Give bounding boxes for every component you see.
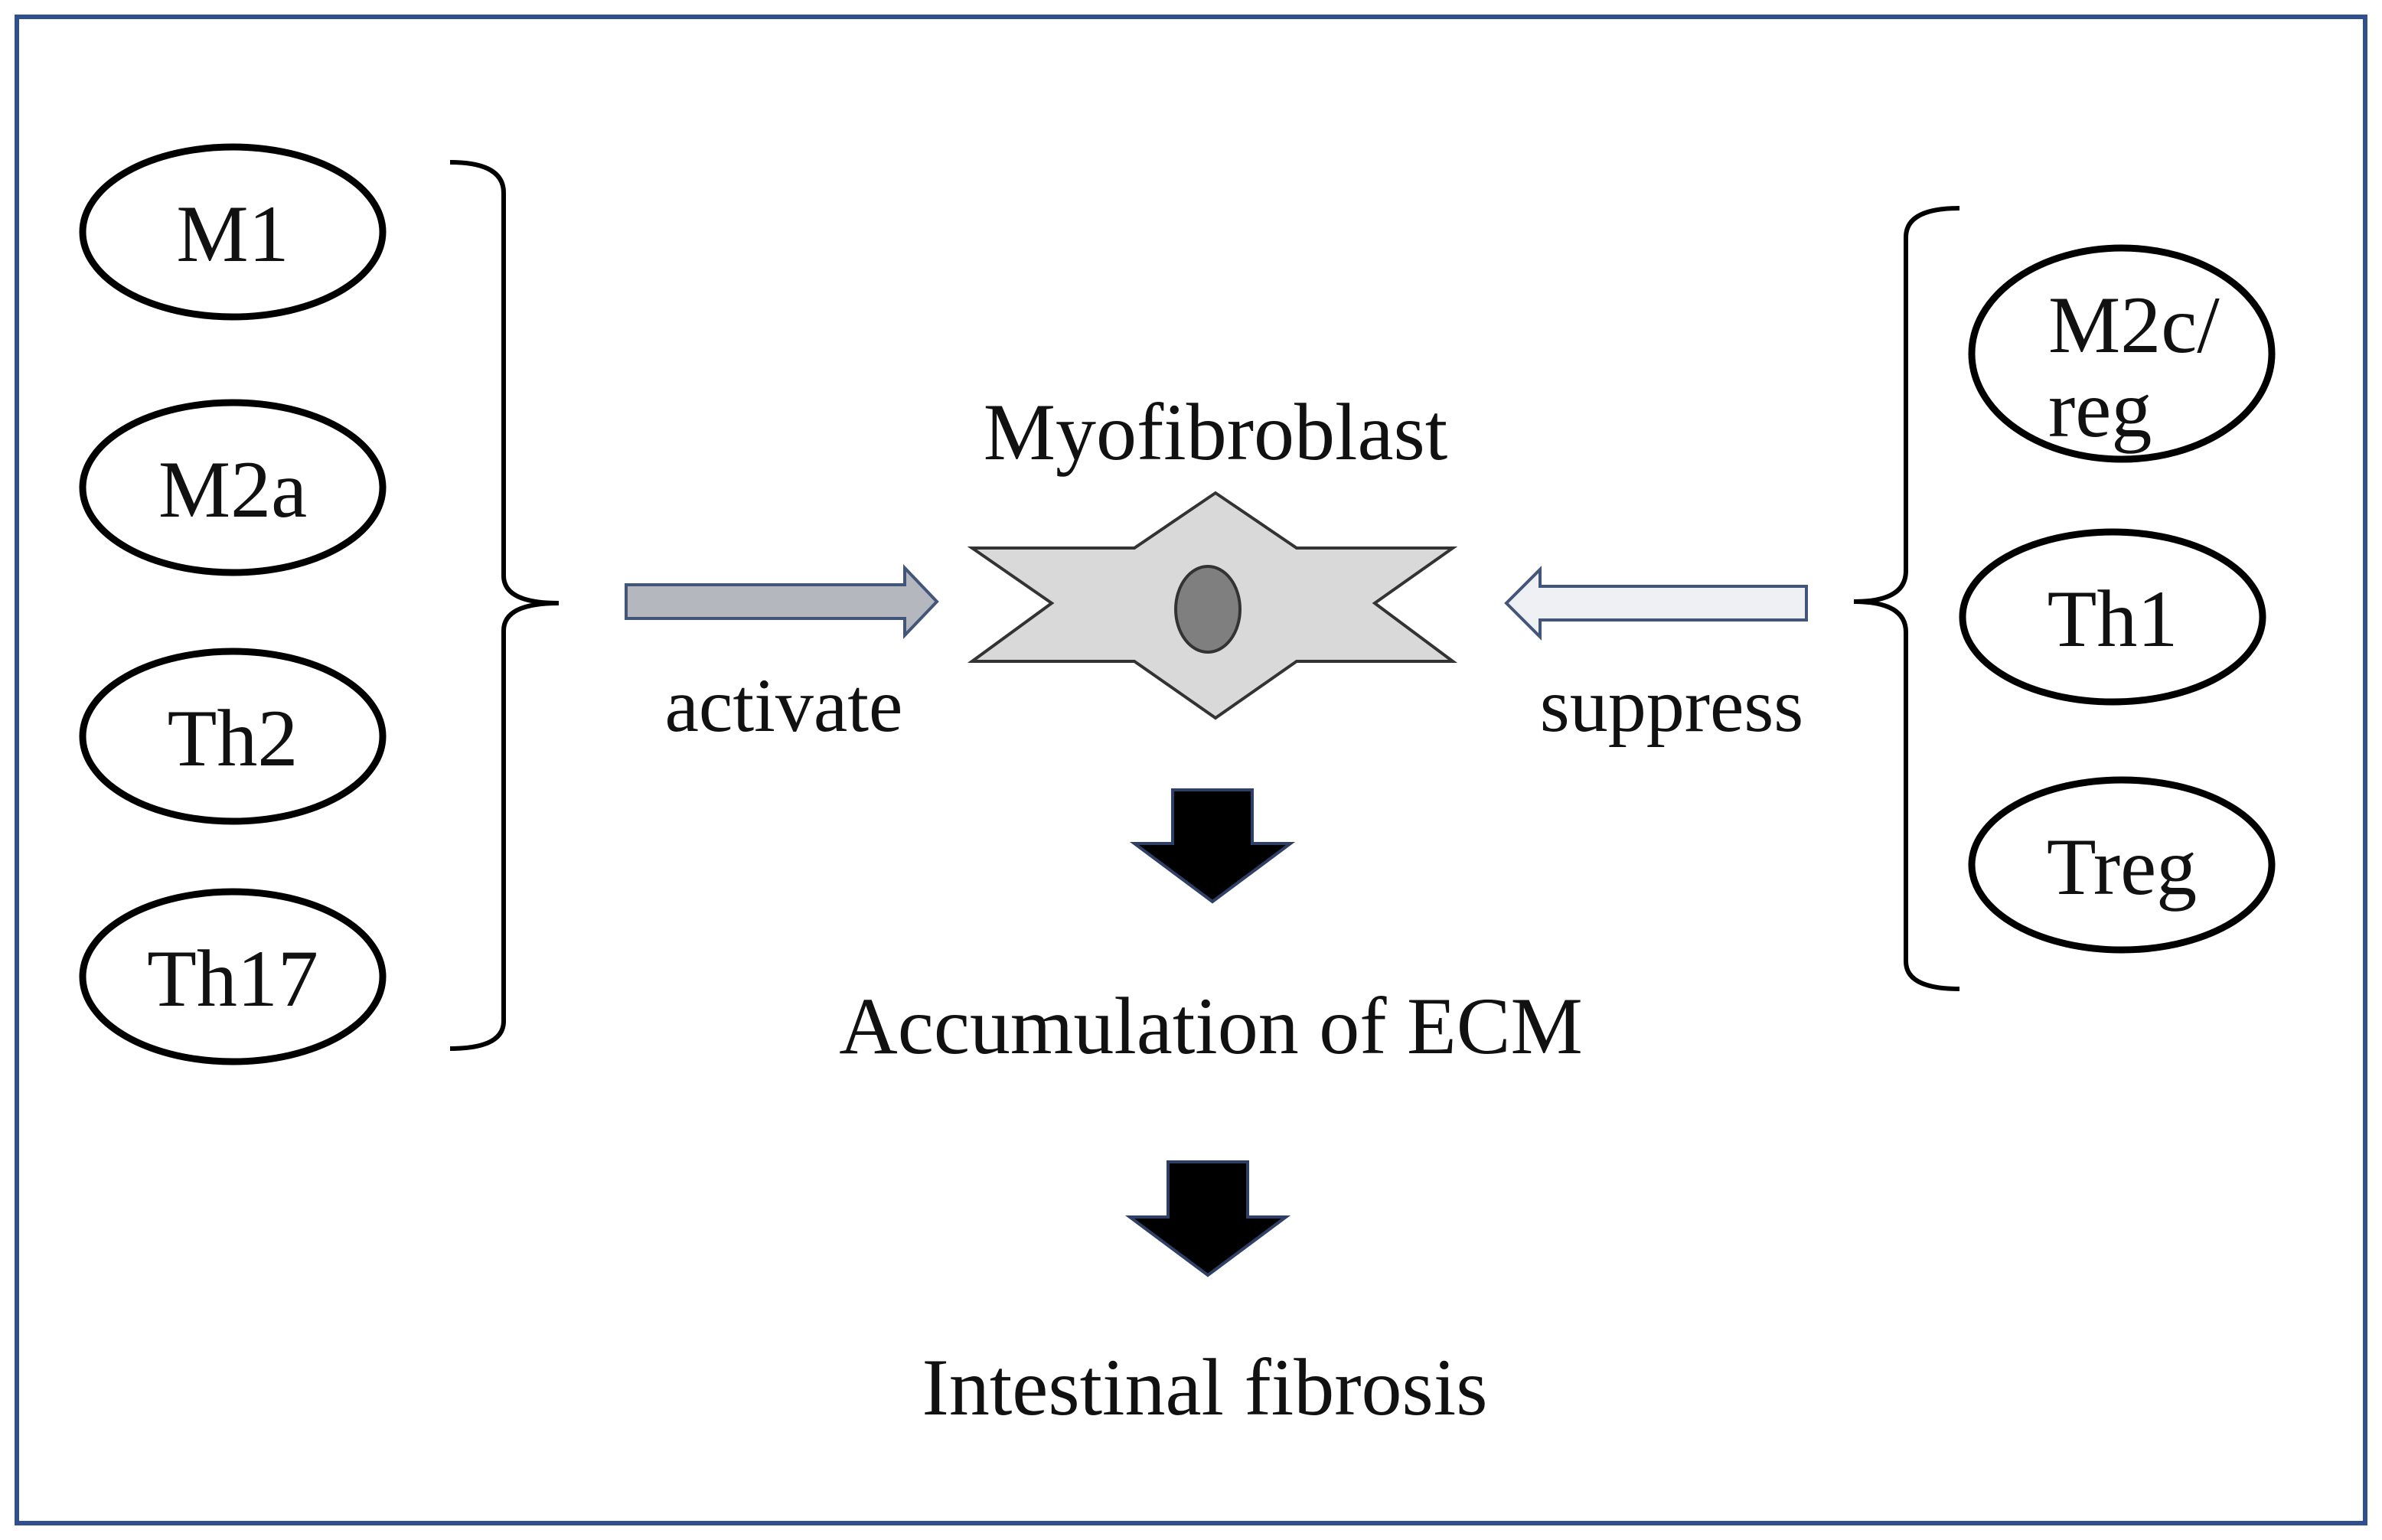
right-cell-group: M2c/ reg Th1 Treg <box>1959 244 2276 954</box>
activate-arrow <box>625 564 939 639</box>
right-cell-th1: Th1 <box>1959 528 2266 706</box>
left-cell-m2a: M2a <box>79 399 387 576</box>
down-arrow-icon <box>1129 788 1296 904</box>
cell-label-line1: M2c/ <box>2048 280 2220 370</box>
cell-oval <box>79 143 387 321</box>
left-brace <box>449 160 560 1051</box>
cell-oval <box>79 888 387 1065</box>
cell-label: Th1 <box>2048 574 2178 664</box>
activate-label: activate <box>665 663 903 748</box>
down-arrow-icon <box>1124 1160 1291 1277</box>
cell-label: M1 <box>176 189 289 279</box>
nucleus-icon <box>1174 565 1242 654</box>
right-cell-treg: Treg <box>1968 776 2276 954</box>
cell-oval <box>79 399 387 576</box>
suppress-label: suppress <box>1540 663 1803 748</box>
intestinal-fibrosis-label: Intestinal fibrosis <box>922 1343 1488 1432</box>
cell-oval <box>1968 776 2276 954</box>
right-cell-m2c-reg: M2c/ reg <box>1968 244 2276 463</box>
left-cell-group: M1 M2a Th2 Th17 <box>79 143 387 1065</box>
left-cell-th17: Th17 <box>79 888 387 1065</box>
cell-label: Treg <box>2047 822 2197 912</box>
myofibroblast-icon <box>967 491 1458 720</box>
right-brace <box>1853 206 1960 991</box>
diagram-frame <box>15 15 2367 1525</box>
ecm-accumulation-label: Accumulation of ECM <box>839 981 1583 1071</box>
myofibroblast-label: Myofibroblast <box>984 387 1448 477</box>
cell-oval <box>79 648 387 825</box>
left-cell-m1: M1 <box>79 143 387 321</box>
cell-label-line2: reg <box>2048 364 2152 454</box>
cell-label: Th17 <box>147 934 318 1023</box>
cell-label: Th2 <box>168 693 299 783</box>
cell-label: M2a <box>158 445 307 534</box>
cell-oval <box>1959 528 2266 706</box>
left-cell-th2: Th2 <box>79 648 387 825</box>
suppress-arrow <box>1504 566 1808 641</box>
cell-oval <box>1968 244 2276 463</box>
